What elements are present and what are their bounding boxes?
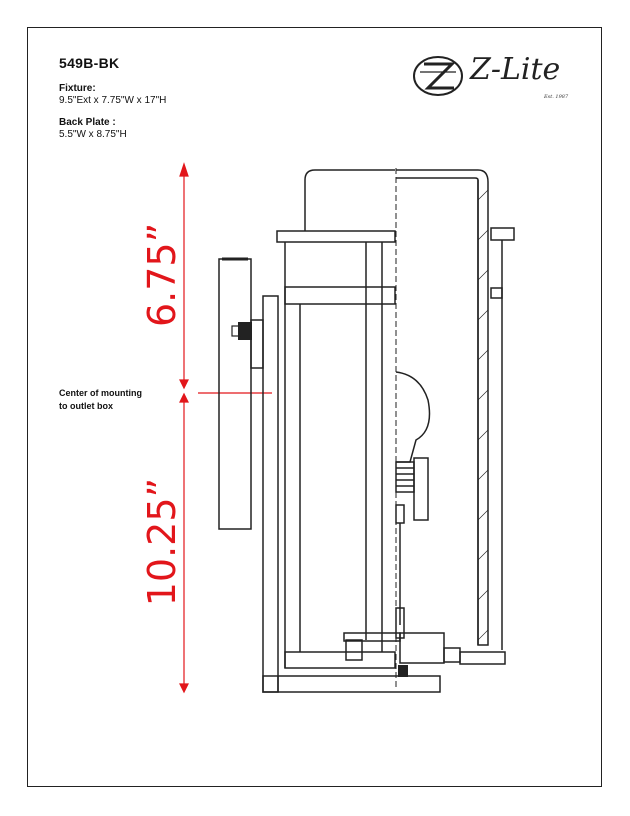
back-plate-dimensions: 5.5"W x 8.75"H bbox=[59, 129, 127, 140]
back-plate-label: Back Plate : bbox=[59, 117, 116, 128]
back-plate bbox=[218, 258, 252, 530]
mounting-note-line1: Center of mounting bbox=[59, 388, 142, 398]
shade-hatching bbox=[477, 189, 489, 641]
z-lite-logo: Z-Lite Est. 1987 bbox=[410, 48, 580, 108]
mounting-note-line2: to outlet box bbox=[59, 401, 113, 411]
logo-wordmark: Z-Lite bbox=[470, 52, 561, 87]
bulb-icon bbox=[395, 371, 431, 463]
fixture-label: Fixture: bbox=[59, 83, 96, 94]
drawing-frame bbox=[27, 27, 602, 787]
fixture-outline bbox=[218, 169, 506, 693]
dimension-lines bbox=[179, 162, 272, 694]
fixture-cutaway bbox=[395, 169, 515, 650]
z-lite-emblem-icon bbox=[413, 56, 463, 96]
logo-established: Est. 1987 bbox=[544, 94, 569, 100]
fixture-dimensions: 9.5"Ext x 7.75"W x 17"H bbox=[59, 95, 167, 106]
model-number: 549B-BK bbox=[59, 55, 120, 71]
mounting-nut-icon bbox=[231, 322, 408, 677]
mounting-note: Center of mounting to outlet box bbox=[59, 387, 142, 413]
